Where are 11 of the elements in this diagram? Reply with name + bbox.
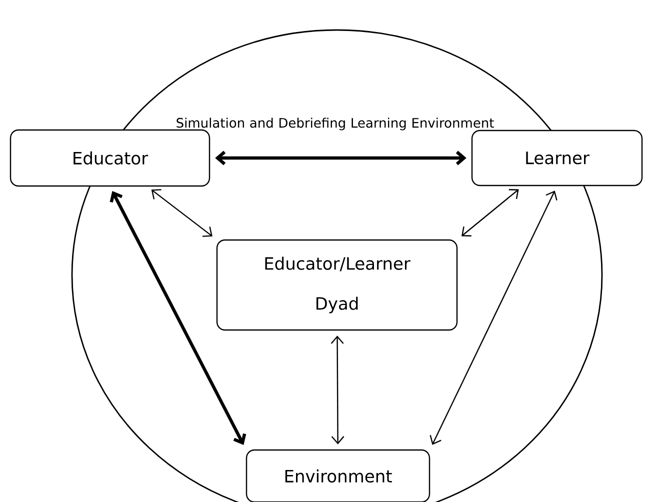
arrow [151, 189, 212, 237]
rounded-box: Educator [10, 129, 210, 187]
rounded-box: Educator/Learner Dyad [216, 239, 458, 331]
arrow [215, 150, 466, 166]
rounded-box: Environment [246, 449, 430, 502]
arrow [430, 190, 558, 445]
rounded-box: Learner [471, 130, 643, 186]
circle-title: Simulation and Debriefing Learning Environment [176, 118, 494, 130]
arrow [330, 336, 344, 444]
arrow [461, 189, 519, 236]
arrow [110, 191, 246, 445]
